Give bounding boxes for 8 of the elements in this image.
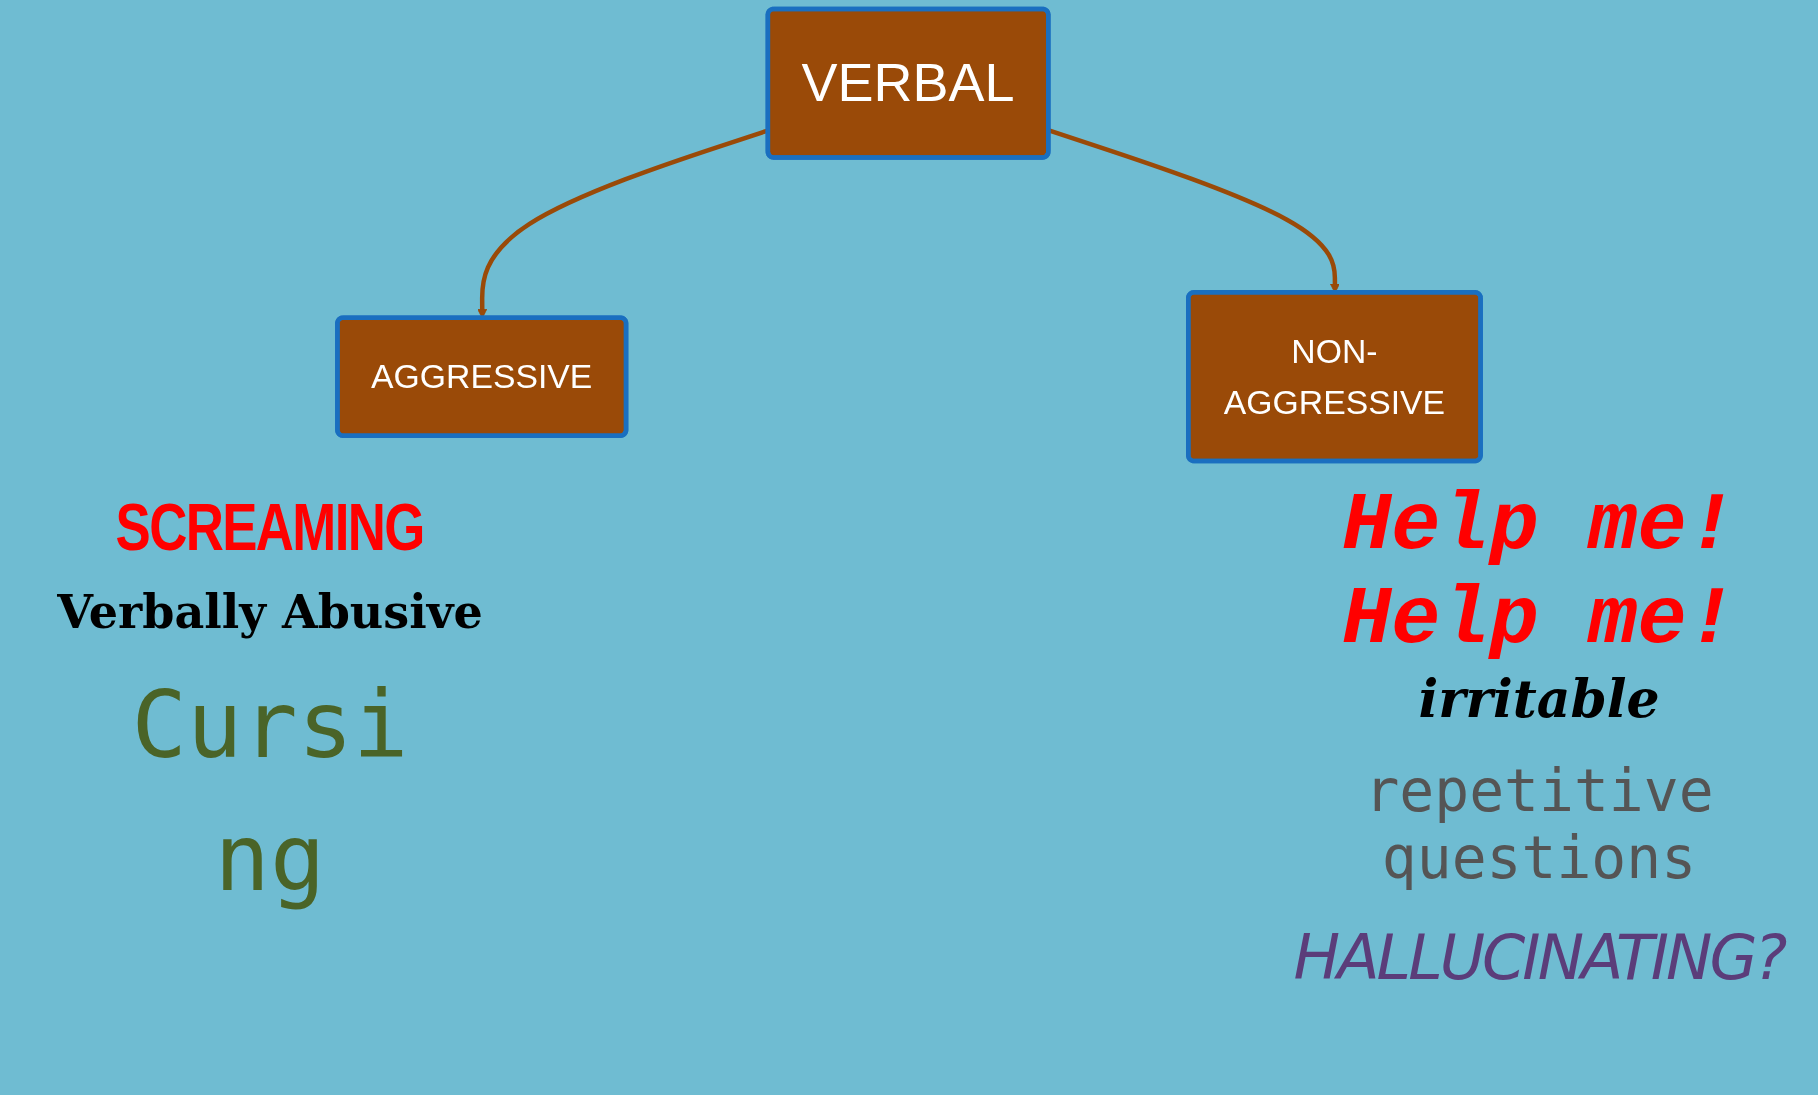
emphasis-text: repetitive questions [1363, 758, 1715, 892]
emphasis-text: Help me! [1342, 574, 1736, 669]
emphasis-text: SCREAMING [115, 490, 425, 566]
emphasis-text: Verbally Abusive [57, 585, 483, 639]
emphasis-text: irritable [1418, 668, 1660, 729]
emphasis-text: Cursi ng [130, 670, 410, 915]
emphasis-text: Help me! [1342, 480, 1736, 575]
emphasis-text: HALLUCINATING? [1293, 921, 1785, 994]
